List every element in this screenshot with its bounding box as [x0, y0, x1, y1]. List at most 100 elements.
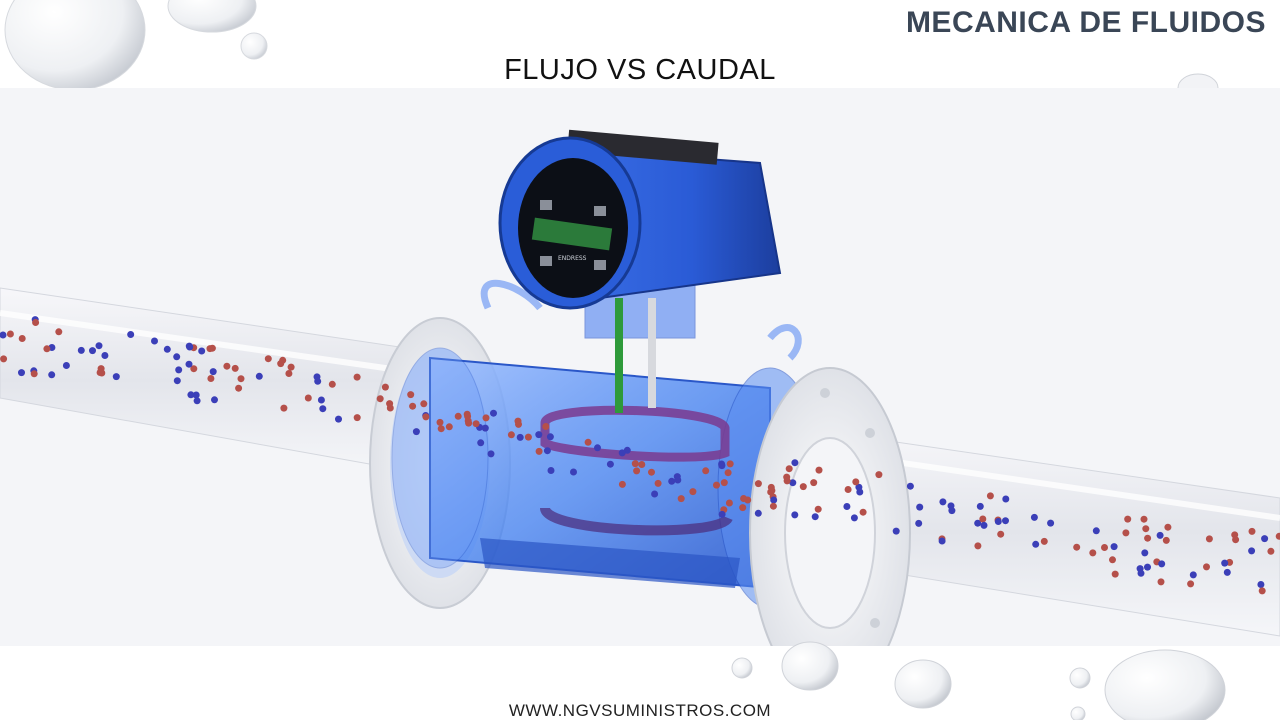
- flow-particle: [768, 487, 776, 494]
- flow-particle: [677, 495, 685, 503]
- flow-particle: [1092, 527, 1100, 535]
- flow-particle: [151, 337, 158, 345]
- flow-particle: [465, 419, 473, 427]
- flow-particle: [814, 505, 822, 513]
- flow-particle: [287, 363, 295, 371]
- flow-particle: [1162, 536, 1170, 544]
- flow-particle: [689, 488, 697, 496]
- water-drop-decoration-top-left: [4, 0, 268, 90]
- flow-particle: [720, 479, 728, 487]
- flow-particle: [317, 396, 325, 404]
- slide-title: FLUJO VS CAUDAL: [504, 54, 776, 86]
- flow-particle: [1101, 544, 1108, 551]
- flow-particle: [1040, 537, 1048, 545]
- display-brand-label: ENDRESS: [558, 255, 587, 262]
- flow-particle: [77, 346, 85, 354]
- flow-particle: [638, 461, 646, 468]
- flow-particle: [1189, 571, 1197, 579]
- flow-particle: [1248, 547, 1256, 555]
- flow-particle: [477, 439, 485, 447]
- flow-particle: [754, 480, 762, 488]
- flow-particle: [535, 447, 543, 455]
- flow-particle: [43, 345, 51, 353]
- flow-particle: [1137, 569, 1145, 577]
- flow-particle: [472, 420, 480, 428]
- flow-particle: [482, 414, 490, 422]
- flow-particle: [173, 353, 181, 361]
- flow-particle: [1140, 515, 1148, 523]
- flow-particle: [1124, 515, 1132, 523]
- website-link[interactable]: WWW.NGVSUMINISTROS.COM: [508, 701, 772, 720]
- flow-particle: [515, 420, 522, 428]
- flow-particle: [986, 492, 994, 500]
- flow-particle: [648, 468, 655, 476]
- flow-particle: [207, 375, 215, 382]
- flow-particle: [1164, 523, 1172, 531]
- flow-particle: [754, 509, 762, 517]
- flow-particle: [62, 362, 70, 369]
- flow-particle: [1158, 560, 1166, 568]
- flow-particle: [1111, 570, 1119, 578]
- flow-particle: [1030, 513, 1038, 521]
- flow-particle: [1144, 534, 1152, 542]
- flow-particle: [173, 377, 181, 385]
- flow-particle: [584, 438, 592, 446]
- flow-particle: [739, 504, 747, 512]
- flow-particle: [535, 431, 543, 439]
- flow-particle: [285, 370, 293, 377]
- flow-particle: [18, 369, 25, 377]
- flow-particle: [1267, 547, 1275, 555]
- flow-particle: [740, 495, 748, 502]
- flow-particle: [1110, 543, 1118, 551]
- flow-particle: [314, 377, 322, 385]
- flow-particle: [633, 467, 641, 475]
- flow-particle: [892, 527, 900, 535]
- flow-particle: [1232, 536, 1240, 544]
- flow-particle: [948, 507, 956, 515]
- flow-particle: [979, 515, 987, 523]
- flow-particle: [1223, 568, 1231, 576]
- flow-particle: [198, 347, 206, 355]
- flow-particle: [631, 460, 639, 468]
- flow-particle: [328, 380, 336, 388]
- flow-particle: [507, 431, 515, 439]
- flow-particle: [353, 414, 361, 422]
- flow-particle: [811, 513, 819, 521]
- flow-particle: [1122, 529, 1130, 537]
- flow-particle: [223, 362, 231, 370]
- flow-particle: [381, 383, 389, 391]
- flow-particle: [974, 519, 982, 527]
- flow-particle: [412, 428, 420, 436]
- flow-particle: [542, 423, 550, 430]
- right-flange: [749, 367, 911, 646]
- flow-particle: [1073, 543, 1081, 551]
- flow-particle: [570, 468, 577, 476]
- flow-particle: [192, 391, 200, 399]
- flow-particle: [490, 409, 497, 417]
- flow-particle: [487, 450, 495, 458]
- flow-particle: [718, 510, 726, 518]
- flow-particle: [112, 373, 120, 381]
- flow-particle: [516, 433, 524, 441]
- flow-particle: [1047, 519, 1055, 527]
- flow-particle: [524, 433, 532, 441]
- flow-particle: [48, 371, 56, 379]
- flow-particle: [618, 449, 626, 457]
- flow-particle: [96, 369, 104, 376]
- flow-particle: [30, 370, 38, 378]
- flow-particle: [594, 444, 601, 452]
- flow-particle: [1157, 578, 1165, 586]
- flow-particle: [0, 331, 7, 339]
- header-title: MECANICA DE FLUIDOS: [905, 6, 1266, 39]
- flow-particle: [409, 402, 417, 410]
- flow-particle: [445, 423, 453, 431]
- flow-particle: [235, 384, 243, 392]
- flow-particle: [724, 469, 732, 477]
- flow-particle: [1032, 540, 1040, 548]
- flow-particle: [185, 360, 193, 368]
- flow-particle: [1203, 563, 1210, 571]
- flow-particle: [906, 482, 914, 490]
- flow-particle: [815, 466, 823, 474]
- flow-particle: [939, 498, 947, 506]
- flow-particle: [859, 508, 867, 516]
